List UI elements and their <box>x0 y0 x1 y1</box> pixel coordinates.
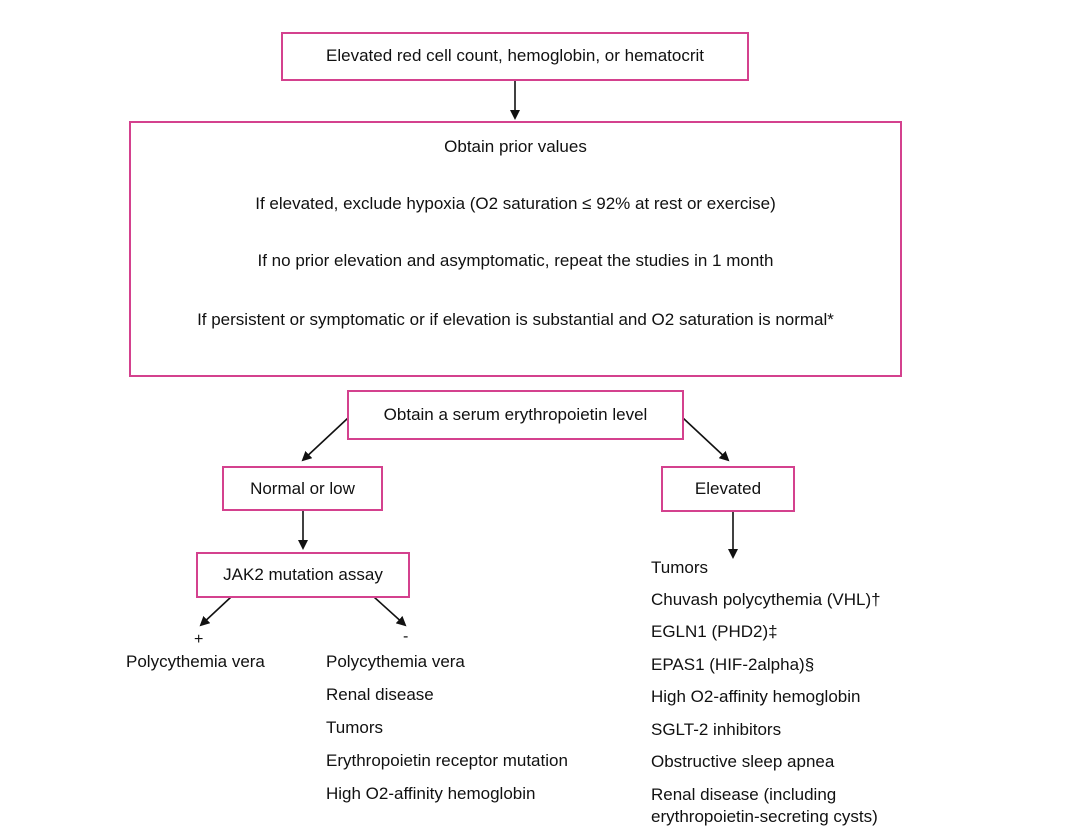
arrow-epo-to-normal <box>301 417 349 462</box>
initial-finding-box <box>281 32 749 81</box>
elevated-text: Elevated <box>694 479 762 498</box>
arrow-jak2-positive <box>199 596 232 627</box>
arrow-jak2-negative <box>373 596 407 627</box>
list-item: Polycythemia vera <box>326 652 465 671</box>
jak2-positive-list: Polycythemia vera <box>126 652 265 672</box>
list-item: SGLT-2 inhibitors <box>651 720 782 739</box>
list-item: erythropoietin-secreting cysts) <box>651 807 878 826</box>
list-item: High O2-affinity hemoglobin <box>326 784 536 803</box>
list-item: High O2-affinity hemoglobin <box>651 687 861 706</box>
step-if-persistent: If persistent or symptomatic or if eleva… <box>197 310 834 329</box>
list-item: EPAS1 (HIF-2alpha)§ <box>651 655 815 674</box>
jak2-assay-text: JAK2 mutation assay <box>223 565 383 584</box>
normal-or-low-text: Normal or low <box>250 479 355 498</box>
arrow-epo-to-elevated <box>682 417 730 462</box>
list-item: Chuvash polycythemia (VHL)† <box>651 590 881 609</box>
list-item: Polycythemia vera <box>126 652 265 671</box>
list-item: EGLN1 (PHD2)‡ <box>651 622 778 641</box>
jak2-negative-list: Polycythemia vera Renal disease Tumors E… <box>326 652 568 804</box>
step-exclude-hypoxia: If elevated, exclude hypoxia (O2 saturat… <box>255 194 776 213</box>
step-obtain-prior-values: Obtain prior values <box>444 137 587 156</box>
elevated-box <box>661 466 795 512</box>
erythropoietin-box <box>347 390 684 440</box>
list-item: Tumors <box>326 718 383 737</box>
list-item: Tumors <box>651 558 708 577</box>
list-item: Renal disease <box>326 685 434 704</box>
jak2-assay-box <box>196 552 410 598</box>
elevated-causes-list: Tumors Chuvash polycythemia (VHL)† EGLN1… <box>651 558 881 827</box>
negative-sign: - <box>403 628 409 645</box>
step-repeat-studies: If no prior elevation and asymptomatic, … <box>257 251 774 270</box>
normal-or-low-box <box>222 466 383 511</box>
workup-steps-box <box>129 121 902 377</box>
erythropoietin-text: Obtain a serum erythropoietin level <box>383 405 648 424</box>
initial-finding-text: Elevated red cell count, hemoglobin, or … <box>326 46 704 65</box>
list-item: Erythropoietin receptor mutation <box>326 751 568 770</box>
list-item: Obstructive sleep apnea <box>651 752 835 771</box>
positive-sign: + <box>194 631 204 648</box>
list-item: Renal disease (including <box>651 785 837 804</box>
